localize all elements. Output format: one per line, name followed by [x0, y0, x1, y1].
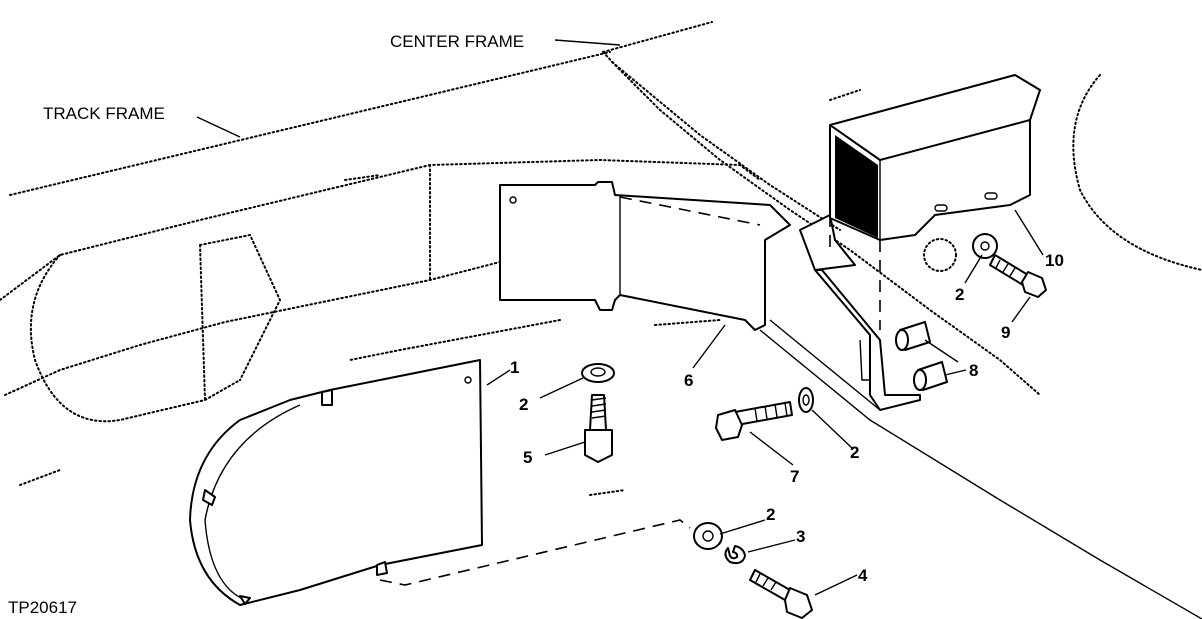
callout-1: 1 — [510, 358, 519, 377]
callout-8: 8 — [969, 361, 978, 380]
callout-2-top: 2 — [519, 395, 528, 414]
bolt-part-5 — [584, 394, 613, 463]
callout-2-mid: 2 — [850, 443, 859, 462]
assembly-dash-lines — [379, 215, 881, 586]
washer-part-2-mid — [798, 387, 814, 413]
bracket-part-6 — [499, 181, 791, 331]
cover-plate-part-1 — [189, 359, 483, 606]
callout-10: 10 — [1045, 251, 1064, 270]
center-frame-label: CENTER FRAME — [390, 32, 524, 51]
callout-9: 9 — [1001, 323, 1010, 342]
washer-part-2-top — [581, 363, 615, 383]
bolt-part-9 — [989, 254, 1047, 298]
callout-3: 3 — [796, 527, 805, 546]
figure-id-label: TP20617 — [8, 598, 77, 617]
callout-6: 6 — [684, 371, 693, 390]
callout-5: 5 — [523, 448, 532, 467]
bushing-part-8-upper — [895, 321, 931, 351]
bolt-part-4 — [749, 569, 813, 619]
cover-part-10 — [829, 74, 1041, 272]
washer-part-2-right — [972, 233, 998, 259]
mounting-angle-bracket — [799, 214, 921, 411]
track-frame-label: TRACK FRAME — [43, 104, 165, 123]
leader-lines — [196, 39, 1044, 596]
track-frame-outline — [0, 51, 761, 496]
lock-washer-part-3 — [724, 545, 746, 565]
callout-2-right: 2 — [955, 285, 964, 304]
bushing-part-8-lower — [913, 361, 948, 391]
washer-part-2-bottom — [693, 522, 723, 550]
callout-4: 4 — [858, 566, 868, 585]
callout-2-bottom: 2 — [766, 505, 775, 524]
center-frame-outline — [602, 21, 1202, 396]
callout-7: 7 — [790, 467, 799, 486]
bolt-part-7 — [715, 401, 793, 441]
frame-lower-edges — [759, 319, 1202, 619]
